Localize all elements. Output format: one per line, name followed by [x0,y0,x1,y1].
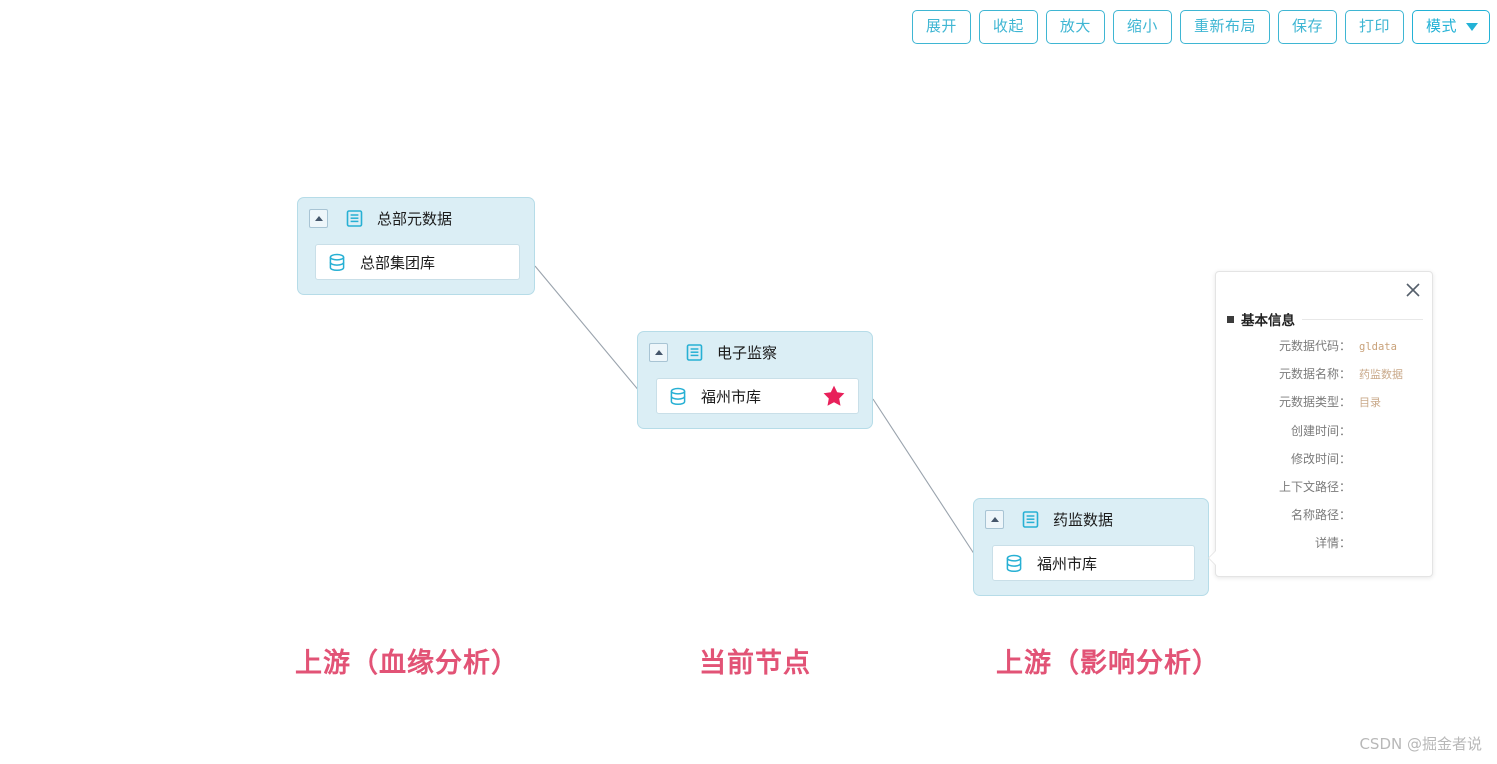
field-label: 元数据名称： [1278,367,1351,382]
field-row: 详情： [1216,534,1432,562]
caption-downstream-impact: 上游（影响分析） [996,648,1220,679]
section-bullet-icon [1227,315,1234,323]
collapse-toggle-icon[interactable] [309,208,328,228]
edge-esupervision-to-drugadmin [872,398,983,567]
field-row: 修改时间： [1216,450,1432,478]
collapse-toggle-icon[interactable] [649,342,668,362]
catalog-icon [346,209,363,227]
field-row: 元数据类型： 目录 [1216,393,1432,421]
field-row: 元数据代码： gldata [1216,337,1432,365]
field-label: 元数据类型： [1278,395,1351,410]
node-child-label-drug-admin: 福州市库 [1037,554,1098,573]
relayout-button[interactable]: 重新布局 [1179,10,1270,44]
field-row: 上下文路径： [1216,478,1432,506]
field-label: 上下文路径： [1278,479,1351,494]
node-title-e-supervision: 电子监察 [717,343,778,362]
field-label: 名称路径： [1290,508,1351,523]
field-value: 目录 [1359,396,1381,410]
node-child-row-e-supervision[interactable]: 福州市库 [656,378,859,414]
metadata-info-panel: 基本信息 元数据代码： gldata 元数据名称： 药监数据 元数据类型： 目录… [1209,271,1433,577]
field-label: 详情： [1314,536,1351,551]
field-label: 修改时间： [1290,451,1351,466]
caption-current-node: 当前节点 [699,648,811,679]
database-icon [329,253,345,271]
graph-node-e-supervision[interactable]: 电子监察 福州市库 [637,331,873,429]
field-value: gldata [1359,341,1397,353]
catalog-icon [1022,510,1039,528]
field-row: 创建时间： [1216,422,1432,450]
collapse-button[interactable]: 收起 [978,10,1038,44]
graph-node-headquarters[interactable]: 总部元数据 总部集团库 [297,197,535,295]
graph-node-drug-admin[interactable]: 药监数据 福州市库 [973,498,1209,596]
watermark: CSDN @掘金者说 [1359,735,1482,753]
database-icon [1006,554,1022,572]
node-child-row-headquarters[interactable]: 总部集团库 [315,244,520,280]
node-child-label-e-supervision: 福州市库 [701,387,762,406]
panel-section-header: 基本信息 [1227,309,1423,329]
database-icon [670,387,686,405]
field-label: 元数据代码： [1278,339,1351,353]
mode-dropdown-button[interactable]: 模式 [1411,10,1490,44]
section-divider [1302,318,1423,320]
collapse-toggle-icon[interactable] [985,509,1004,529]
field-row: 名称路径： [1216,506,1432,534]
caption-upstream-lineage: 上游（血缘分析） [295,648,519,679]
expand-button[interactable]: 展开 [911,10,971,44]
zoom-out-button[interactable]: 缩小 [1112,10,1172,44]
close-icon[interactable] [1404,281,1422,299]
mode-dropdown-label: 模式 [1425,18,1457,35]
section-title: 基本信息 [1241,313,1295,329]
node-header-e-supervision: 电子监察 [638,332,872,372]
node-title-headquarters: 总部元数据 [377,209,453,228]
node-child-row-drug-admin[interactable]: 福州市库 [992,545,1195,581]
current-node-star-icon [823,385,845,406]
save-button[interactable]: 保存 [1277,10,1337,44]
node-header-headquarters: 总部元数据 [298,198,534,238]
node-title-drug-admin: 药监数据 [1053,510,1114,529]
panel-pointer-arrow [1209,551,1216,565]
node-header-drug-admin: 药监数据 [974,499,1208,539]
graph-toolbar: 展开 收起 放大 缩小 重新布局 保存 打印 模式 [911,10,1490,44]
node-child-label-headquarters: 总部集团库 [360,253,436,272]
metadata-field-list: 元数据代码： gldata 元数据名称： 药监数据 元数据类型： 目录 创建时间… [1216,337,1432,563]
chevron-down-icon [1466,22,1478,31]
field-value: 药监数据 [1359,368,1403,382]
catalog-icon [686,343,703,361]
print-button[interactable]: 打印 [1344,10,1404,44]
zoom-in-button[interactable]: 放大 [1045,10,1105,44]
edge-headquarters-to-esupervision [534,265,646,399]
field-row: 元数据名称： 药监数据 [1216,365,1432,393]
field-label: 创建时间： [1290,423,1351,438]
